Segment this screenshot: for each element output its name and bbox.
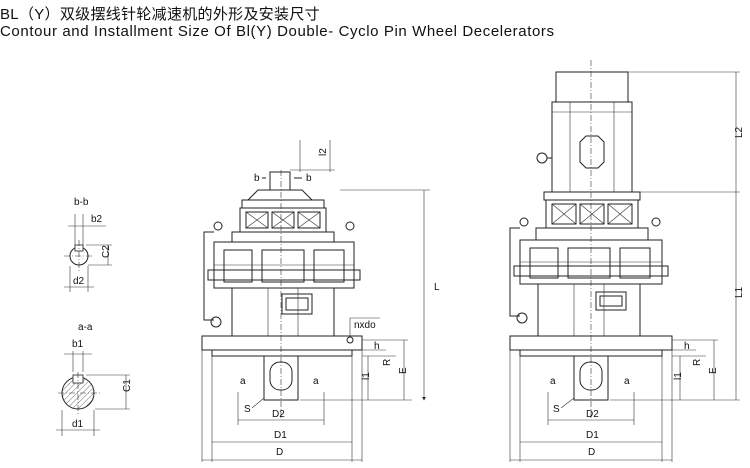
section-aa-detail: a-a b1 C1 d1 [56,322,133,436]
label-aa: a-a [78,322,93,333]
label-l1-mid: l1 [361,372,372,380]
label-d2: d2 [73,276,85,287]
label-h-mid: h [374,341,380,352]
label-L1: L1 [734,286,745,298]
label-L-mid: L [434,282,440,293]
section-bb-detail: b-b b2 C2 d2 [64,197,112,292]
label-l1-right: l1 [673,372,684,380]
reducer-front-view: b b l2 nxdo [201,140,440,462]
label-a-right-r: a [624,376,630,387]
label-d1: d1 [72,419,84,430]
label-r-mid: R [382,359,393,366]
title-english: Contour and Installment Size Of Bl(Y) Do… [0,23,555,40]
label-a-left-r: a [550,376,556,387]
label-b1: b1 [72,339,84,350]
label-c2: C2 [101,245,112,258]
label-l2-mid: l2 [318,148,329,156]
label-b2: b2 [91,214,103,225]
label-e-mid: E [398,367,409,374]
label-s-mid: S [244,404,251,415]
title-chinese: BL（Y）双级摆线针轮减速机的外形及安装尺寸 [0,6,320,23]
label-e-right: E [708,367,719,374]
label-r-right: R [692,359,703,366]
label-a-right: a [313,376,319,387]
label-a-left: a [240,376,246,387]
label-d-mid: D [276,447,283,458]
label-d-right: D [588,447,595,458]
label-b-right: b [306,173,312,184]
label-d1-right: D1 [586,430,599,441]
label-d1-mid: D1 [274,430,287,441]
label-d2-mid: D2 [272,409,285,420]
label-s-right: S [553,404,560,415]
label-bb: b-b [74,197,89,208]
label-L2: L2 [734,126,745,138]
label-b-left: b [254,173,260,184]
label-nxd0: nxdo [354,320,376,331]
label-d2-right: D2 [586,409,599,420]
label-h-right: h [684,341,690,352]
label-c1: C1 [122,379,133,392]
reducer-with-motor-view: a a S D2 L2 L1 h R E l1 D1 D [509,60,745,462]
